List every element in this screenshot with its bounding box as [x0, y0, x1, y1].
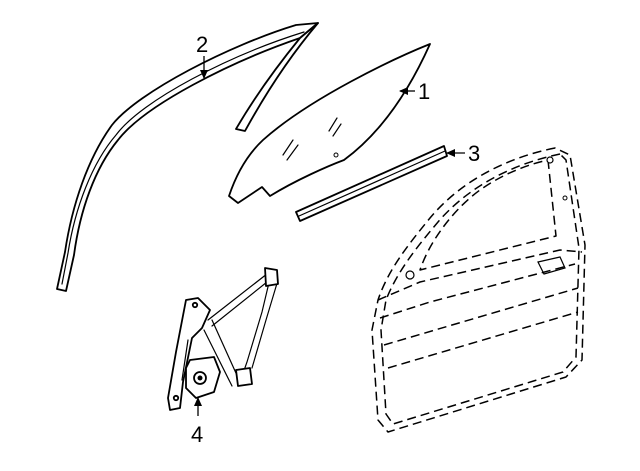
callout-4: 4: [191, 397, 203, 447]
callout-4-label: 4: [191, 422, 203, 447]
callout-1-label: 1: [418, 79, 430, 104]
door-shell-outline: [371, 147, 586, 433]
callout-2: 2: [196, 32, 208, 79]
window-regulator-part-4[interactable]: [167, 267, 279, 411]
weatherstrip-part-2[interactable]: [56, 22, 319, 292]
callout-3-label: 3: [468, 141, 480, 166]
door-glass-part-1[interactable]: [228, 43, 431, 204]
callout-2-label: 2: [196, 32, 208, 57]
callout-3: 3: [446, 141, 480, 166]
callout-1: 1: [399, 79, 430, 104]
